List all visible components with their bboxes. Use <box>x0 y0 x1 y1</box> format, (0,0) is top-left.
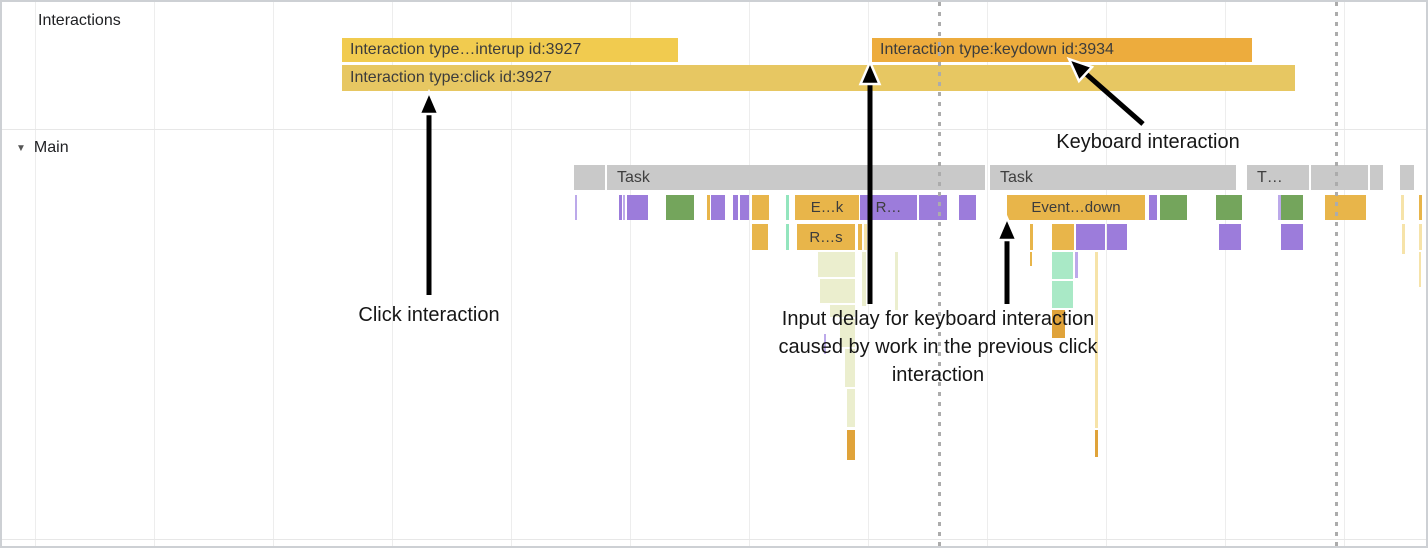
flame-block[interactable] <box>1281 195 1303 220</box>
flame-block[interactable] <box>575 195 577 220</box>
flame-block[interactable] <box>1149 195 1157 220</box>
arrow-input-delay-to-event-block <box>995 214 1019 304</box>
flame-block[interactable] <box>711 195 725 220</box>
flame-block[interactable] <box>1076 224 1105 250</box>
flame-block[interactable] <box>1419 224 1422 250</box>
timeline-marker <box>1335 2 1338 546</box>
flame-block[interactable]: R…s <box>797 224 855 250</box>
flame-block[interactable] <box>1325 195 1366 220</box>
flame-block[interactable] <box>845 349 855 387</box>
task-bar[interactable] <box>1314 165 1324 190</box>
flame-block[interactable] <box>1095 430 1098 457</box>
grid-line <box>630 2 631 546</box>
flame-block[interactable] <box>707 195 710 220</box>
flame-block[interactable] <box>619 195 622 220</box>
grid-line <box>273 2 274 546</box>
grid-line <box>1344 2 1345 546</box>
task-bar[interactable] <box>574 165 605 190</box>
flame-block[interactable] <box>862 252 866 306</box>
grid-line <box>392 2 393 546</box>
flame-block[interactable] <box>858 224 862 250</box>
flame-block[interactable] <box>824 334 826 354</box>
flame-block[interactable] <box>1419 195 1422 220</box>
disclosure-triangle-icon[interactable]: ▼ <box>16 142 26 154</box>
flame-block[interactable] <box>786 195 789 220</box>
flame-block[interactable]: R… <box>860 195 917 220</box>
flame-block[interactable] <box>1075 252 1078 278</box>
track-label-interactions: Interactions <box>38 12 121 29</box>
flame-block[interactable] <box>959 195 976 220</box>
track-separator <box>2 539 1426 540</box>
timeline-marker <box>938 2 941 546</box>
grid-line <box>1225 2 1226 546</box>
flame-block[interactable] <box>847 389 855 427</box>
flame-block[interactable] <box>786 224 789 250</box>
annotation-click-interaction: Click interaction <box>358 304 500 326</box>
flame-block[interactable] <box>1095 252 1098 428</box>
flame-block[interactable] <box>919 195 947 220</box>
flame-block[interactable] <box>627 195 648 220</box>
task-bar[interactable]: Task <box>607 165 985 190</box>
flame-block[interactable] <box>666 195 694 220</box>
flame-block[interactable]: Event…down <box>1007 195 1145 220</box>
interaction-bar-interup[interactable]: Interaction type…interup id:3927 <box>342 38 678 62</box>
flame-block[interactable] <box>1030 252 1032 266</box>
flame-block[interactable] <box>1052 252 1073 279</box>
interaction-bar-keydown[interactable]: Interaction type:keydown id:3934 <box>872 38 1252 62</box>
flame-block[interactable] <box>1107 224 1127 250</box>
flame-block[interactable] <box>818 252 855 277</box>
flame-block[interactable] <box>1216 195 1242 220</box>
grid-line <box>749 2 750 546</box>
flame-block[interactable] <box>1160 195 1187 220</box>
flame-block[interactable] <box>1281 224 1303 250</box>
flame-block[interactable] <box>1052 310 1065 338</box>
grid-line <box>987 2 988 546</box>
flame-block[interactable] <box>1052 281 1073 308</box>
flame-block[interactable] <box>864 224 867 250</box>
flame-block[interactable] <box>1219 224 1241 250</box>
interaction-bar-click[interactable]: Interaction type:click id:3927 <box>342 65 1295 91</box>
flame-block[interactable] <box>1402 224 1405 254</box>
flame-block[interactable] <box>820 279 855 303</box>
flame-block[interactable] <box>623 195 625 220</box>
annotation-input-delay: Input delay for keyboard interaction cau… <box>778 308 1098 386</box>
flame-block[interactable] <box>733 195 738 220</box>
grid-line <box>35 2 36 546</box>
flame-block[interactable] <box>830 305 855 317</box>
task-bar[interactable] <box>1373 165 1383 190</box>
flame-block[interactable] <box>840 319 855 347</box>
flame-block[interactable] <box>752 195 769 220</box>
task-bar[interactable]: T… <box>1247 165 1309 190</box>
flame-block[interactable] <box>895 252 898 310</box>
grid-line <box>511 2 512 546</box>
flame-block[interactable] <box>1052 224 1074 250</box>
flame-block[interactable] <box>1030 224 1033 250</box>
task-bar[interactable] <box>1324 165 1368 190</box>
main-track-header[interactable]: ▼ Main <box>16 139 69 157</box>
flame-block[interactable] <box>740 195 749 220</box>
flame-block[interactable] <box>1401 195 1404 220</box>
task-bar[interactable] <box>1404 165 1414 190</box>
flame-block[interactable] <box>847 430 855 460</box>
track-label-main: Main <box>33 139 69 156</box>
flame-block[interactable]: E…k <box>795 195 859 220</box>
annotation-keyboard-interaction: Keyboard interaction <box>1056 131 1240 153</box>
track-separator <box>2 129 1426 130</box>
flame-block[interactable] <box>752 224 768 250</box>
grid-line <box>154 2 155 546</box>
grid-line <box>1106 2 1107 546</box>
task-bar[interactable]: Task <box>990 165 1236 190</box>
arrow-click-interaction <box>417 88 441 295</box>
flame-block[interactable] <box>1419 252 1421 287</box>
flame-block[interactable] <box>1278 195 1281 220</box>
